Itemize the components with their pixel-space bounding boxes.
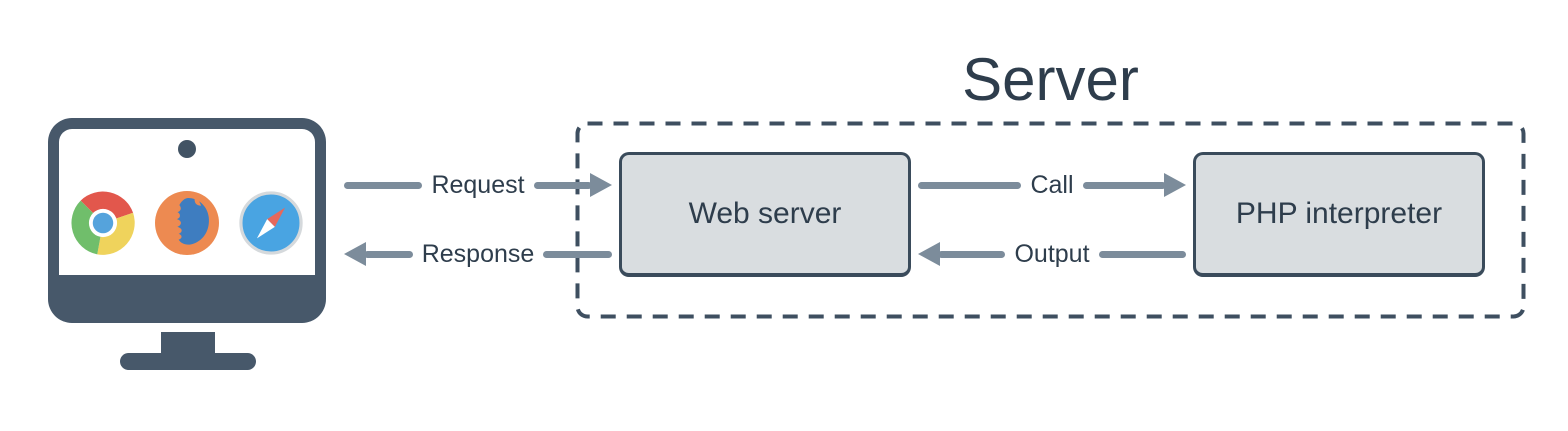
arrow-line bbox=[364, 250, 413, 258]
output-arrow: Output bbox=[918, 241, 1186, 267]
monitor-stand-base bbox=[120, 353, 256, 370]
server-group-title: Server bbox=[962, 46, 1139, 113]
web-server-node: Web server bbox=[619, 152, 911, 277]
server-group-boundary bbox=[575, 121, 1526, 319]
arrow-left-icon bbox=[344, 242, 366, 266]
arrow-line bbox=[1082, 181, 1167, 189]
firefox-icon bbox=[155, 191, 219, 255]
chrome-icon bbox=[71, 191, 135, 255]
call-arrow: Call bbox=[918, 170, 1187, 199]
web-server-label: Web server bbox=[688, 197, 842, 230]
response-label: Response bbox=[421, 239, 535, 268]
arrow-line bbox=[938, 250, 1006, 258]
client-computer-icon bbox=[48, 118, 326, 323]
arrow-line bbox=[543, 250, 613, 258]
arrow-right-icon bbox=[590, 173, 612, 197]
camera-dot-icon bbox=[178, 140, 196, 158]
request-arrow: Request bbox=[344, 172, 612, 198]
arrow-line bbox=[1098, 250, 1186, 258]
response-arrow: Response bbox=[344, 239, 613, 268]
arrow-line bbox=[918, 181, 1022, 189]
call-label: Call bbox=[1030, 170, 1074, 199]
arrow-line bbox=[344, 181, 423, 189]
safari-icon bbox=[239, 191, 303, 255]
arrow-left-icon bbox=[918, 242, 940, 266]
arrow-right-icon bbox=[1164, 173, 1187, 197]
browser-icon-row bbox=[59, 191, 315, 255]
arrow-line bbox=[533, 181, 592, 189]
request-label: Request bbox=[431, 170, 525, 199]
monitor-screen bbox=[59, 129, 315, 275]
php-interpreter-node: PHP interpreter bbox=[1193, 152, 1485, 277]
php-interpreter-label: PHP interpreter bbox=[1235, 197, 1443, 230]
output-label: Output bbox=[1014, 239, 1090, 268]
